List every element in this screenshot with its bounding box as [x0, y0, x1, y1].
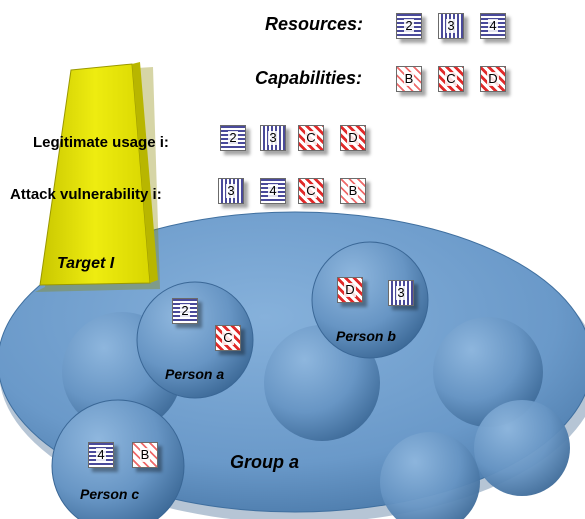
person-b-tile: 3	[388, 280, 414, 306]
legend-resource-tile: 3	[438, 13, 464, 39]
attack-tile: 4	[260, 178, 286, 204]
legitimate-tile: 3	[260, 125, 286, 151]
tile-text: B	[347, 183, 359, 198]
tile-text: 3	[396, 285, 406, 300]
tile-text: 3	[226, 183, 236, 198]
tile-text: B	[403, 71, 415, 86]
target-tower	[35, 62, 160, 292]
tile-text: C	[222, 330, 234, 345]
person-a-label: Person a	[165, 366, 225, 382]
tile-text: C	[305, 183, 317, 198]
person-a-tile: C	[215, 325, 241, 351]
tile-text: D	[347, 130, 359, 145]
legitimate-tile: D	[340, 125, 366, 151]
attack-tile: C	[298, 178, 324, 204]
person-b-label: Person b	[336, 328, 396, 344]
legend-capability-tile: B	[396, 66, 422, 92]
tile-text: D	[344, 282, 356, 297]
attack-vulnerability-label: Attack vulnerability i:	[10, 186, 162, 203]
capabilities-label: Capabilities:	[255, 68, 363, 88]
tile-text: 4	[96, 447, 106, 462]
legend-resource-tile: 2	[396, 13, 422, 39]
legitimate-tile: 2	[220, 125, 246, 151]
tile-text: C	[445, 71, 457, 86]
tile-text: B	[139, 447, 151, 462]
legend-capability-tile: D	[480, 66, 506, 92]
legend-resource-tile: 4	[480, 13, 506, 39]
person-c-label: Person c	[80, 486, 140, 502]
tile-text: 2	[180, 303, 190, 318]
person-c-sphere	[51, 399, 185, 519]
tile-text: C	[305, 130, 317, 145]
person-a-sphere	[136, 281, 254, 399]
tile-text: 2	[228, 130, 238, 145]
person-c-tile: 4	[88, 442, 114, 468]
legend-capability-tile: C	[438, 66, 464, 92]
tile-text: D	[487, 71, 499, 86]
person-a-tile: 2	[172, 298, 198, 324]
resources-label: Resources:	[265, 14, 364, 34]
legitimate-tile: C	[298, 125, 324, 151]
tile-text: 4	[488, 18, 498, 33]
person-b-sphere	[311, 241, 429, 359]
group-label: Group a	[230, 452, 300, 472]
target-label: Target I	[57, 255, 115, 272]
person-c-tile: B	[132, 442, 158, 468]
tile-text: 4	[268, 183, 278, 198]
tile-text: 2	[404, 18, 414, 33]
person-b-tile: D	[337, 277, 363, 303]
tile-text: 3	[268, 130, 278, 145]
legitimate-usage-label: Legitimate usage i:	[33, 134, 169, 151]
attack-tile: B	[340, 178, 366, 204]
attack-tile: 3	[218, 178, 244, 204]
tile-text: 3	[446, 18, 456, 33]
